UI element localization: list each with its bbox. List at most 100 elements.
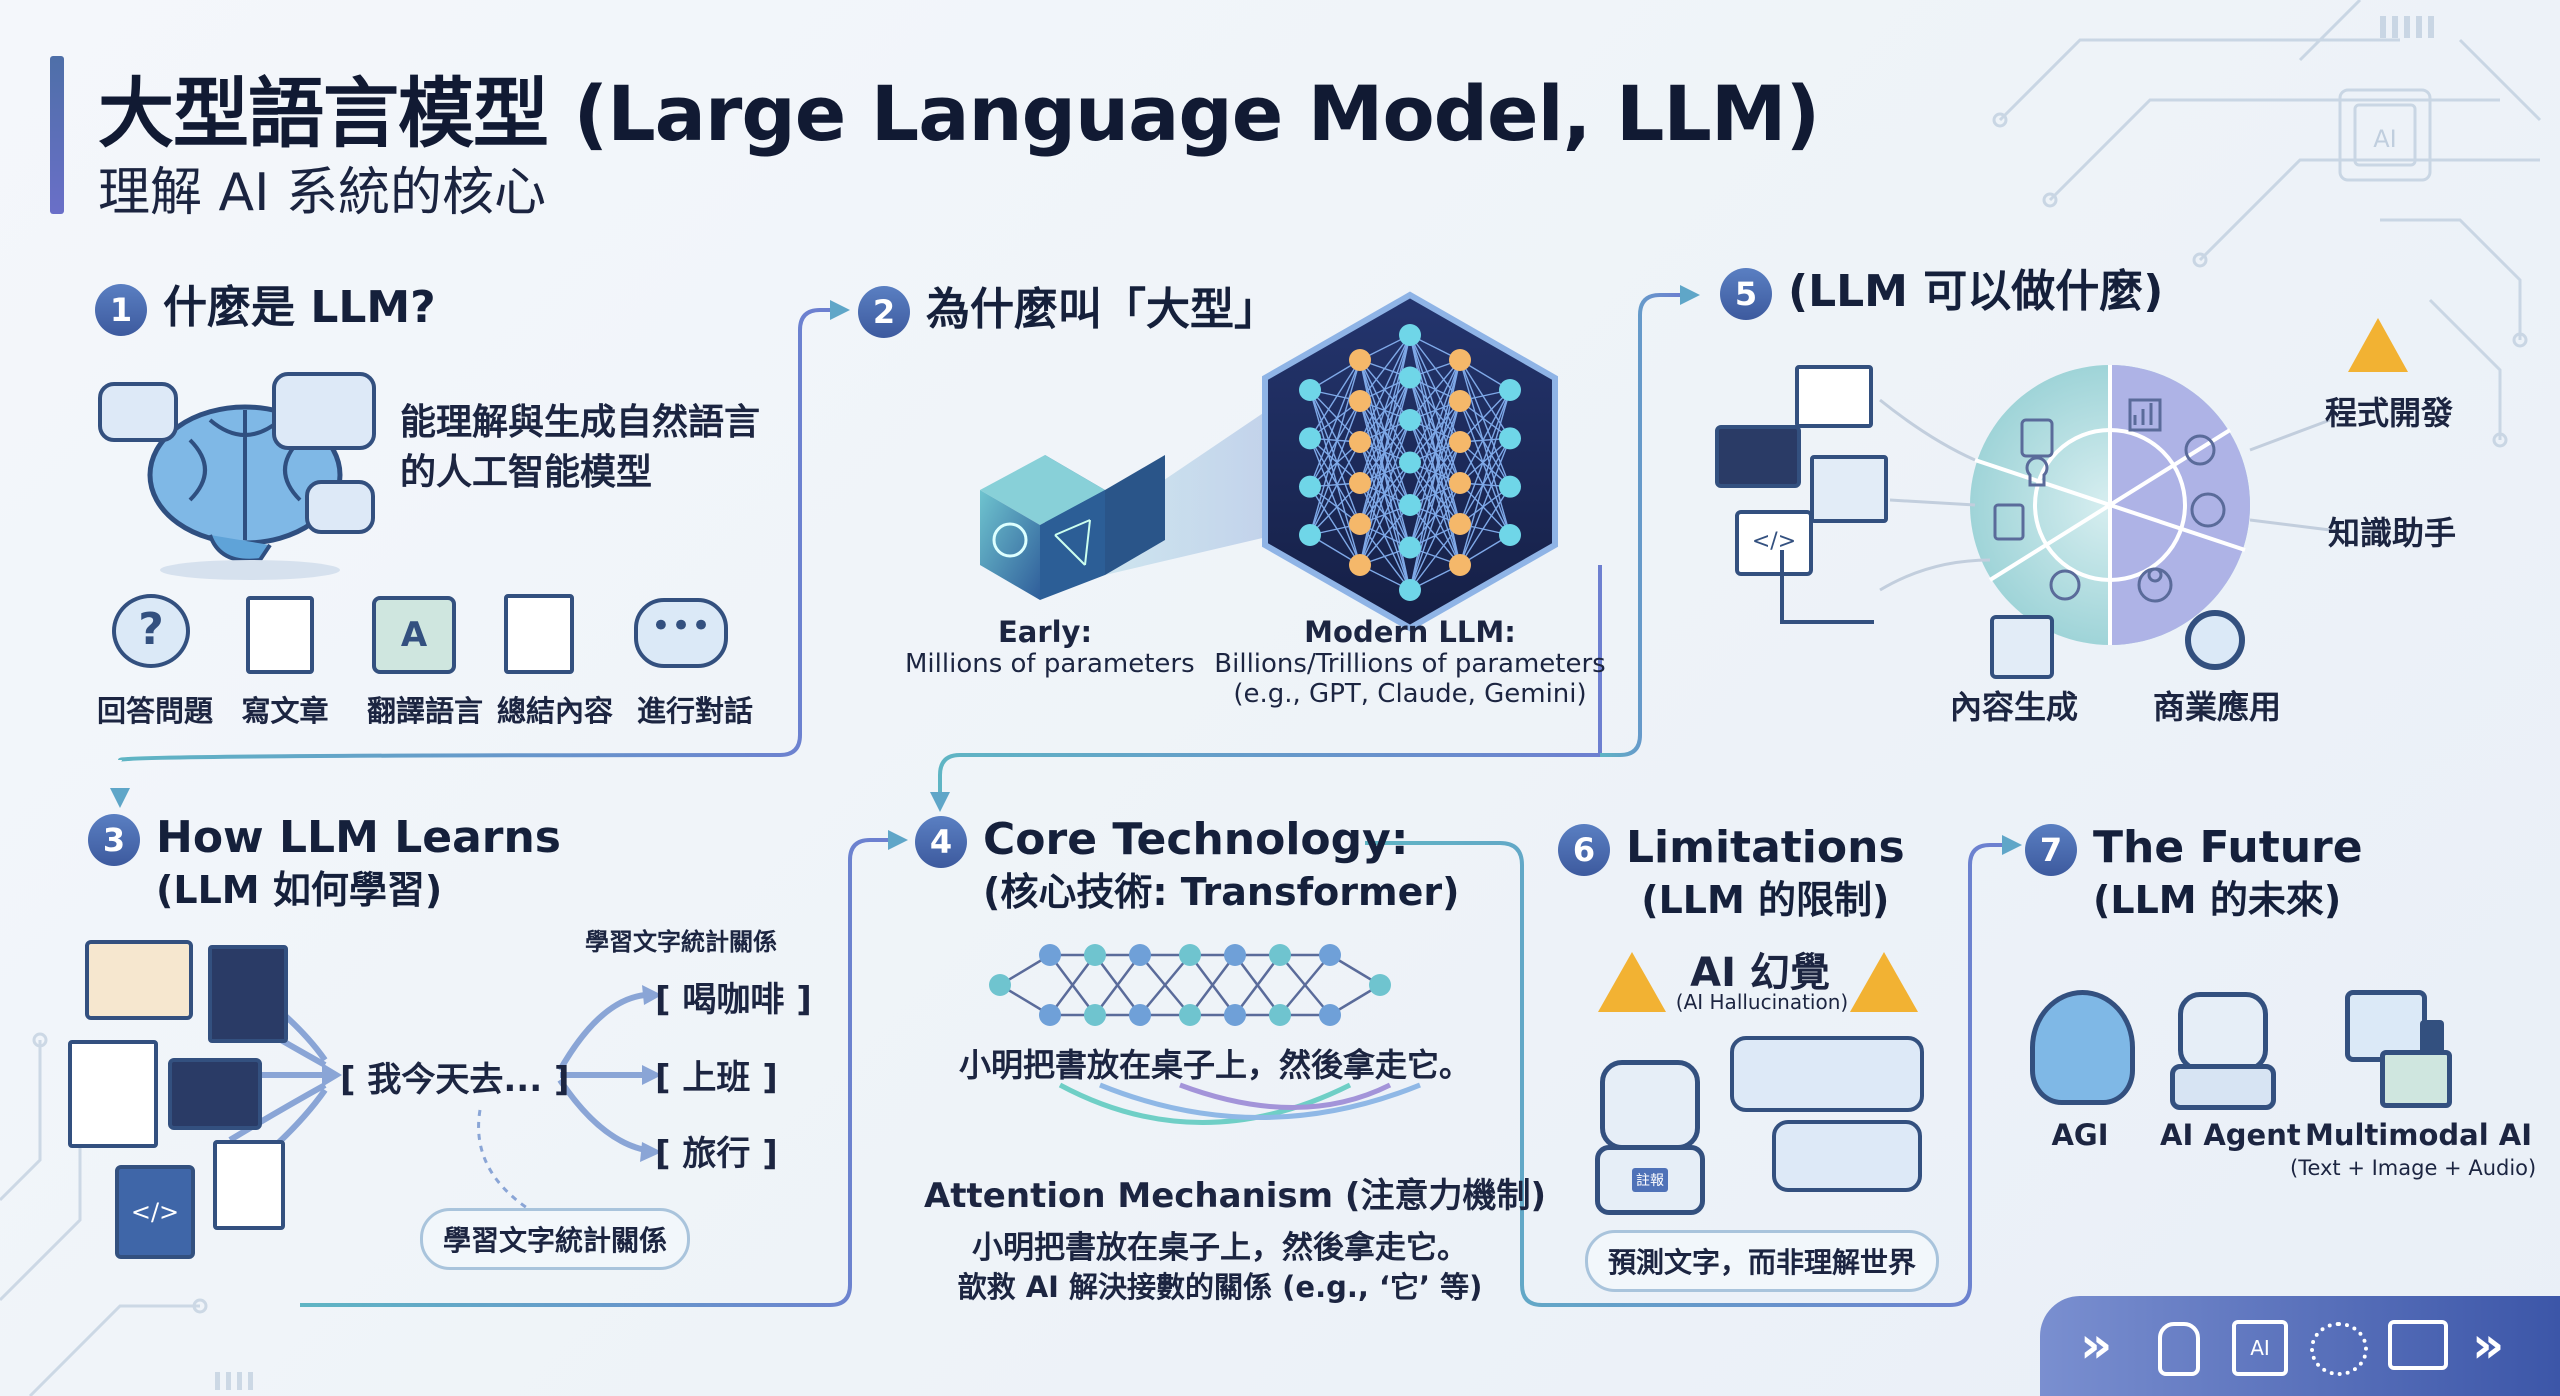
network-node [1499,475,1521,498]
network-link [1459,400,1511,536]
section-7-subtitle: (LLM 的未來) [2093,878,2342,922]
robot-body-icon: 註報 [1595,1145,1705,1215]
network-node [1349,513,1371,535]
network-link [1459,437,1511,525]
network-node [1349,390,1371,412]
network-node [1129,944,1151,966]
network-node [1499,379,1521,401]
network-link [1359,419,1411,566]
section-6-title: Limitations [1626,822,1905,873]
bar-decor-top [2380,16,2434,38]
network-node [1084,944,1106,966]
section-7-header: 7 The Future (LLM 的未來) [2025,820,2363,924]
conversation-icon: ••• [634,598,728,668]
speech-bubble-icon [98,382,178,442]
code-editor-icon: </> [1735,510,1813,576]
network-link [1309,389,1361,566]
touch-icon[interactable] [2158,1322,2200,1376]
section-2-number: 2 [858,286,910,338]
network-link [1139,954,1191,1016]
ai-document-icon [213,1140,285,1230]
limitation-note: 預測文字，而非理解世界 [1585,1230,1940,1292]
network-link [1309,441,1361,488]
network-link [1094,954,1141,1016]
network-node [1449,554,1471,576]
learning-option-3: [ 旅行 ] [655,1134,778,1174]
network-node [1399,324,1421,346]
network-node [1129,1004,1151,1026]
network-link [1309,359,1361,439]
section-4-header: 4 Core Technology: (核心技術: Transformer) [915,812,1459,916]
network-link [1459,441,1511,488]
gear-icon [2185,610,2245,670]
section-5-number: 5 [1720,268,1772,320]
warning-icon [2348,318,2408,372]
network-link [1309,389,1361,484]
llm-definition-line-2: 的人工智能模型 [400,452,653,493]
use-case-wheel [1879,365,2331,645]
future-multimodal: Multimodal AI [2305,1118,2532,1152]
network-node [1369,974,1391,996]
network-icon[interactable] [2310,1322,2368,1376]
hallucination-en: (AI Hallucination) [1675,990,1849,1014]
speaker-icon [2420,1020,2444,1054]
network-link [1459,438,1511,566]
robot-speech-bubble-1 [1730,1036,1924,1112]
learning-option-2: [ 上班 ] [655,1058,778,1098]
network-node [1449,513,1471,535]
section-6-subtitle: (LLM 的限制) [1641,878,1890,922]
network-link [1359,377,1411,566]
network-node [1224,944,1246,966]
llm-definition-line-1: 能理解與生成自然語言 [400,402,761,443]
network-node [1449,472,1471,494]
translate-icon: A [372,596,456,674]
network-link [1359,334,1411,484]
dotted-link [477,1109,531,1212]
future-agent: AI Agent [2160,1118,2301,1152]
learning-arrowheads [322,985,662,1162]
newspaper-icon [68,1040,158,1148]
section-6-header: 6 Limitations (LLM 的限制) [1558,820,1905,924]
section-5-header: 5 (LLM 可以做什麼) [1720,264,2163,320]
network-link [1459,359,1511,487]
future-multimodal-note: (Text + Image + Audio) [2290,1156,2537,1180]
network-link [1279,954,1331,1016]
section-1-number: 1 [95,284,147,336]
question-icon: ? [112,594,190,668]
bar-decor-bottom [215,1372,253,1390]
use-content: 內容生成 [1950,688,2079,726]
ai-chip-icon[interactable]: AI [2232,1320,2288,1376]
network-node [1039,944,1061,966]
monitor-icon[interactable] [2388,1320,2448,1370]
code-file-icon [208,945,288,1043]
network-node [1349,431,1371,453]
use-knowledge: 知識助手 [2328,514,2457,552]
chip-decor-label: AI [2373,125,2397,153]
network-node [1449,349,1471,371]
network-node [1399,494,1421,516]
summary-icon [504,594,574,674]
network-node [1399,579,1421,601]
header-accent-bar [50,56,64,214]
network-link [1409,523,1461,591]
network-link [1309,482,1361,536]
attention-note: 歆救 AI 解決接數的關係 (e.g., ‘它’ 等) [957,1270,1483,1304]
code-window-icon [1715,425,1801,488]
network-link [1409,359,1461,463]
section-3-header: 3 How LLM Learns (LLM 如何學習) [88,810,561,914]
network-link [1309,400,1361,488]
network-node [1179,944,1201,966]
forward-icon[interactable]: » [2080,1316,2113,1374]
multimodal-image-icon [2380,1050,2452,1108]
terminal-icon [168,1058,262,1130]
learning-bottom-note: 學習文字統計關係 [420,1208,691,1270]
network-link [1409,359,1461,421]
network-link [1409,441,1461,591]
next-icon[interactable]: » [2472,1316,2505,1374]
network-node [1399,366,1421,389]
transformer-network [989,944,1391,1026]
network-node [1399,451,1421,474]
network-link [1459,359,1511,439]
attention-title: Attention Mechanism (注意力機制) [923,1176,1547,1216]
